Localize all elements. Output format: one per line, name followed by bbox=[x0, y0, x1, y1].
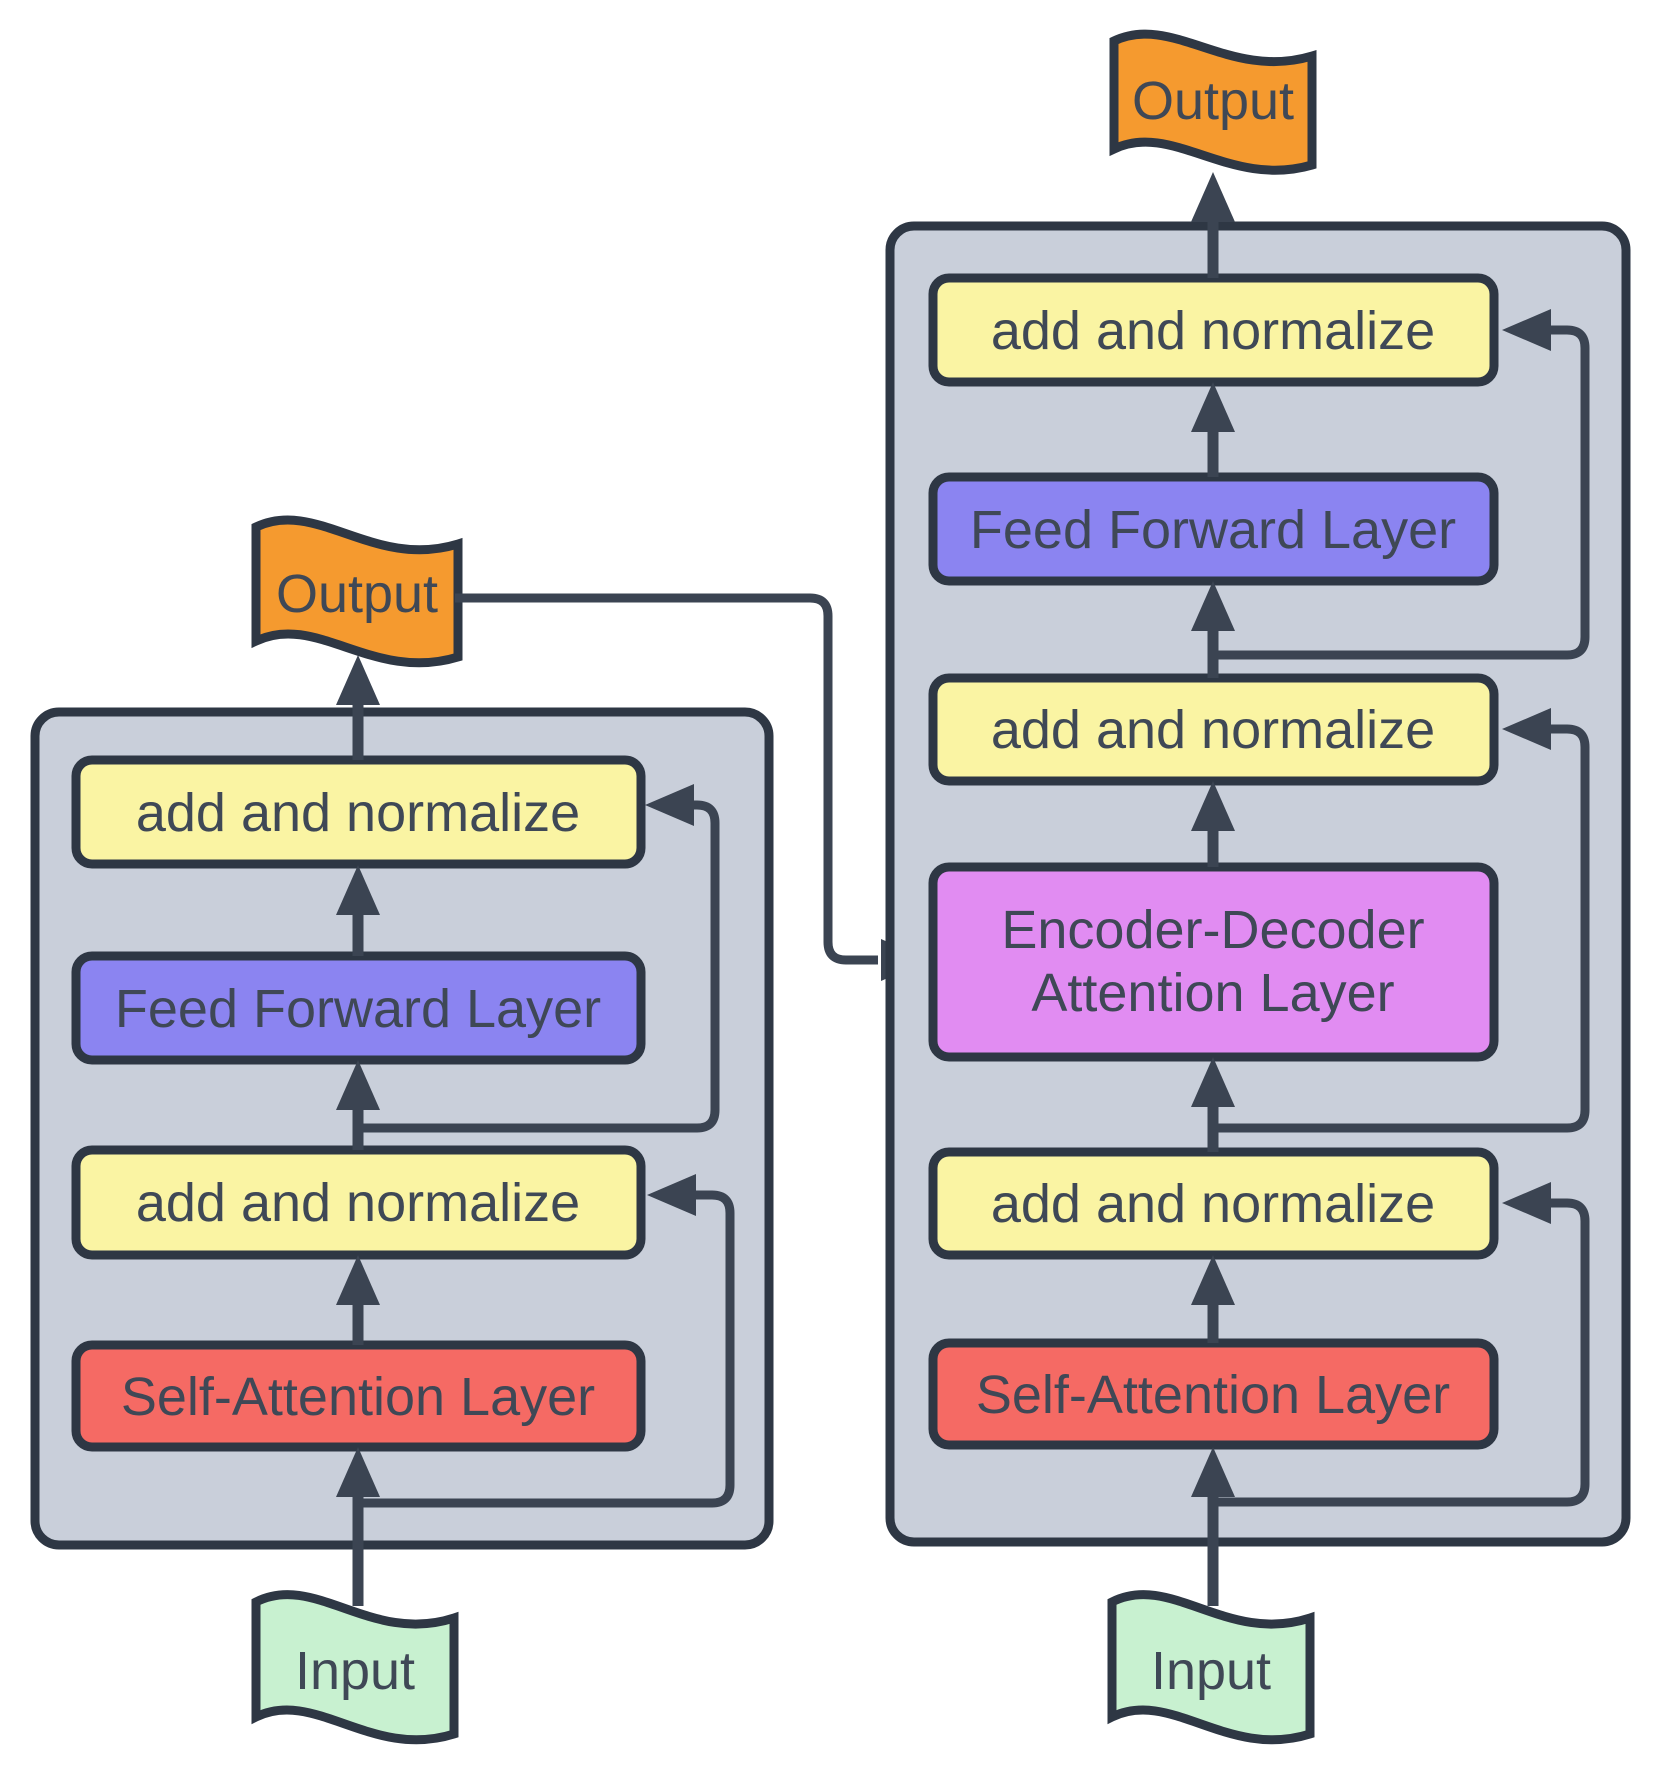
arrowhead-icon bbox=[1191, 581, 1235, 631]
decoder-feed-forward-label: Feed Forward Layer bbox=[970, 500, 1456, 560]
arrowhead-icon bbox=[1191, 172, 1235, 222]
encoder-to-decoder-connector-line bbox=[455, 593, 878, 965]
encoder-residual-skip-self-attention bbox=[358, 1174, 735, 1508]
encoder-residual-skip-feed-forward-line bbox=[358, 800, 720, 1133]
encoder-input-flag: Input bbox=[251, 1590, 459, 1745]
decoder-arrow-feed-forward-to-add-normalize bbox=[1191, 382, 1235, 477]
decoder-residual-skip-feed-forward-arrowhead bbox=[1502, 309, 1551, 351]
encoder-output-flag: Output bbox=[251, 515, 463, 668]
decoder-encoder-decoder-attention-label-line1: Encoder-Decoder bbox=[1001, 900, 1424, 960]
decoder-residual-skip-feed-forward bbox=[1213, 309, 1590, 660]
encoder-residual-skip-self-attention-line bbox=[358, 1190, 735, 1508]
decoder-input-flag-label: Input bbox=[1151, 1641, 1271, 1701]
arrowhead-icon bbox=[336, 1060, 380, 1110]
decoder-arrow-input-to-self-attention bbox=[1191, 1447, 1235, 1606]
decoder-residual-skip-encoder-decoder-attention-line bbox=[1213, 724, 1590, 1133]
arrowhead-icon bbox=[336, 1255, 380, 1305]
encoder-self-attention-label: Self-Attention Layer bbox=[121, 1367, 595, 1427]
decoder-arrow-to-output bbox=[1191, 172, 1235, 278]
encoder-arrow-self-attention-to-add-normalize bbox=[336, 1255, 380, 1345]
decoder-arrow-self-attention-to-add-normalize bbox=[1191, 1255, 1235, 1343]
encoder-add-normalize-2-label: add and normalize bbox=[136, 1173, 580, 1233]
encoder-feed-forward-label: Feed Forward Layer bbox=[115, 979, 601, 1039]
arrowhead-icon bbox=[1191, 1255, 1235, 1305]
decoder-residual-skip-self-attention bbox=[1213, 1182, 1590, 1507]
decoder-residual-skip-encoder-decoder-attention bbox=[1213, 708, 1590, 1133]
encoder-arrow-feed-forward-to-add-normalize bbox=[336, 865, 380, 956]
encoder-column: add and normalize Feed Forward Layer add… bbox=[30, 515, 774, 1745]
decoder-arrow-add-normalize-to-encoder-decoder-attention bbox=[1191, 1057, 1235, 1152]
decoder-residual-skip-encoder-decoder-attention-arrowhead bbox=[1502, 708, 1551, 750]
encoder-output-flag-shape bbox=[251, 515, 463, 668]
encoder-arrow-input-to-self-attention bbox=[336, 1447, 380, 1606]
encoder-residual-skip-feed-forward-arrowhead bbox=[645, 784, 694, 826]
arrowhead-icon bbox=[1191, 382, 1235, 432]
encoder-input-flag-label: Input bbox=[295, 1641, 415, 1701]
decoder-encoder-decoder-attention-label-line2: Attention Layer bbox=[1031, 963, 1394, 1023]
arrowhead-icon bbox=[1191, 1057, 1235, 1107]
decoder-add-normalize-1-label: add and normalize bbox=[991, 301, 1435, 361]
decoder-input-flag-shape bbox=[1107, 1590, 1315, 1745]
decoder-output-flag-label: Output bbox=[1132, 71, 1294, 131]
arrowhead-icon bbox=[336, 1447, 380, 1497]
encoder-residual-skip-self-attention-arrowhead bbox=[647, 1174, 696, 1216]
arrowhead-icon bbox=[336, 655, 380, 705]
decoder-residual-skip-feed-forward-line bbox=[1213, 325, 1590, 660]
encoder-arrow-to-output bbox=[336, 655, 380, 760]
decoder-self-attention-label: Self-Attention Layer bbox=[976, 1365, 1450, 1425]
decoder-input-flag: Input bbox=[1107, 1590, 1315, 1745]
decoder-residual-skip-self-attention-arrowhead bbox=[1502, 1182, 1551, 1224]
decoder-encoder-decoder-attention bbox=[928, 862, 1499, 1062]
decoder-column: add and normalize Feed Forward Layer add… bbox=[885, 29, 1631, 1745]
encoder-residual-skip-feed-forward bbox=[358, 784, 720, 1133]
decoder-arrow-encoder-decoder-attention-to-add-normalize bbox=[1191, 781, 1235, 867]
decoder-output-flag: Output bbox=[1109, 29, 1317, 175]
decoder-add-normalize-3-label: add and normalize bbox=[991, 1174, 1435, 1234]
encoder-arrow-add-normalize-to-feed-forward bbox=[336, 1060, 380, 1150]
decoder-arrow-add-normalize-to-feed-forward bbox=[1191, 581, 1235, 678]
encoder-output-flag-label: Output bbox=[276, 564, 438, 624]
encoder-add-normalize-1-label: add and normalize bbox=[136, 783, 580, 843]
decoder-residual-skip-self-attention-line bbox=[1213, 1198, 1590, 1507]
encoder-input-flag-shape bbox=[251, 1590, 459, 1745]
arrowhead-icon bbox=[1191, 1447, 1235, 1497]
arrowhead-icon bbox=[1191, 781, 1235, 831]
decoder-output-flag-shape bbox=[1109, 29, 1317, 175]
decoder-add-normalize-2-label: add and normalize bbox=[991, 700, 1435, 760]
arrowhead-icon bbox=[336, 865, 380, 915]
